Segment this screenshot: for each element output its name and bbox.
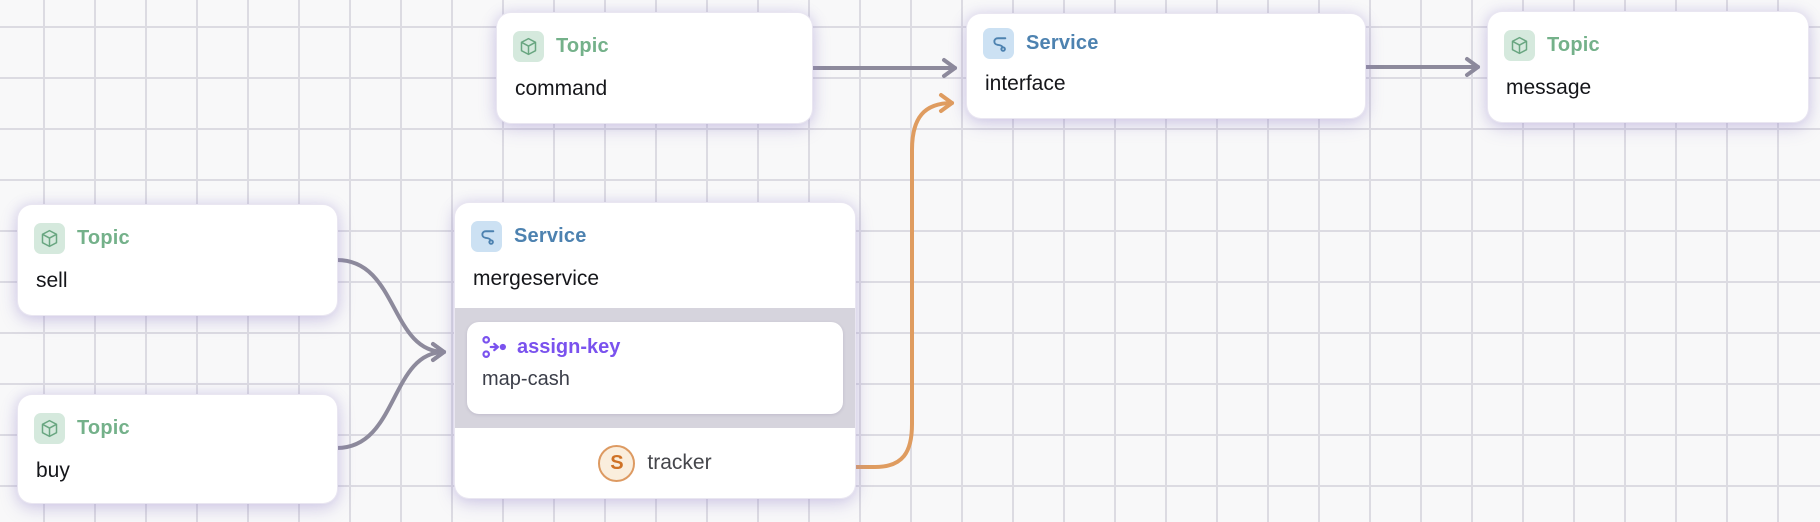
node-service-mergeservice[interactable]: Service mergeservice assign (455, 203, 855, 498)
service-route-icon (471, 221, 502, 252)
node-header: Topic (513, 31, 796, 62)
node-topic-message[interactable]: Topic message (1488, 12, 1808, 122)
node-name: buy (36, 459, 70, 482)
node-type-label: Topic (77, 417, 130, 439)
node-header: Service (983, 28, 1349, 59)
node-type-label: Service (1026, 32, 1099, 54)
node-header-section: Service mergeservice (455, 203, 855, 308)
node-header: Topic (34, 223, 321, 254)
edge-sell-to-mergeservice[interactable] (335, 258, 446, 362)
consumer-row[interactable]: S tracker (455, 428, 855, 498)
node-topic-buy[interactable]: Topic buy (18, 395, 337, 503)
node-name: interface (985, 72, 1066, 95)
node-header: Topic (34, 413, 321, 444)
topic-cube-icon (1504, 30, 1535, 61)
topic-cube-icon (34, 413, 65, 444)
node-name: command (515, 77, 608, 100)
function-name: map-cash (482, 368, 570, 390)
node-name: mergeservice (473, 267, 600, 290)
consumer-name: tracker (647, 451, 712, 474)
edge-buy-to-mergeservice[interactable] (335, 342, 446, 450)
node-type-label: Topic (77, 227, 130, 249)
assign-key-icon (481, 334, 507, 360)
node-type-label: Topic (1547, 34, 1600, 56)
topic-cube-icon (34, 223, 65, 254)
edge-tracker-to-interface[interactable] (853, 93, 954, 469)
node-type-label: Topic (556, 35, 609, 57)
function-card-assign-key[interactable]: assign-key map-cash (467, 322, 843, 414)
function-type-label: assign-key (517, 335, 621, 358)
node-header: Topic (1504, 30, 1792, 61)
consumer-badge-icon: S (598, 444, 636, 482)
node-topic-command[interactable]: Topic command (497, 13, 812, 123)
service-route-icon (983, 28, 1014, 59)
node-topic-sell[interactable]: Topic sell (18, 205, 337, 315)
node-service-interface[interactable]: Service interface (967, 14, 1365, 118)
node-name: message (1506, 76, 1592, 99)
node-type-label: Service (514, 225, 587, 247)
function-band: assign-key map-cash (455, 308, 855, 428)
topic-cube-icon (513, 31, 544, 62)
node-name: sell (36, 269, 68, 292)
